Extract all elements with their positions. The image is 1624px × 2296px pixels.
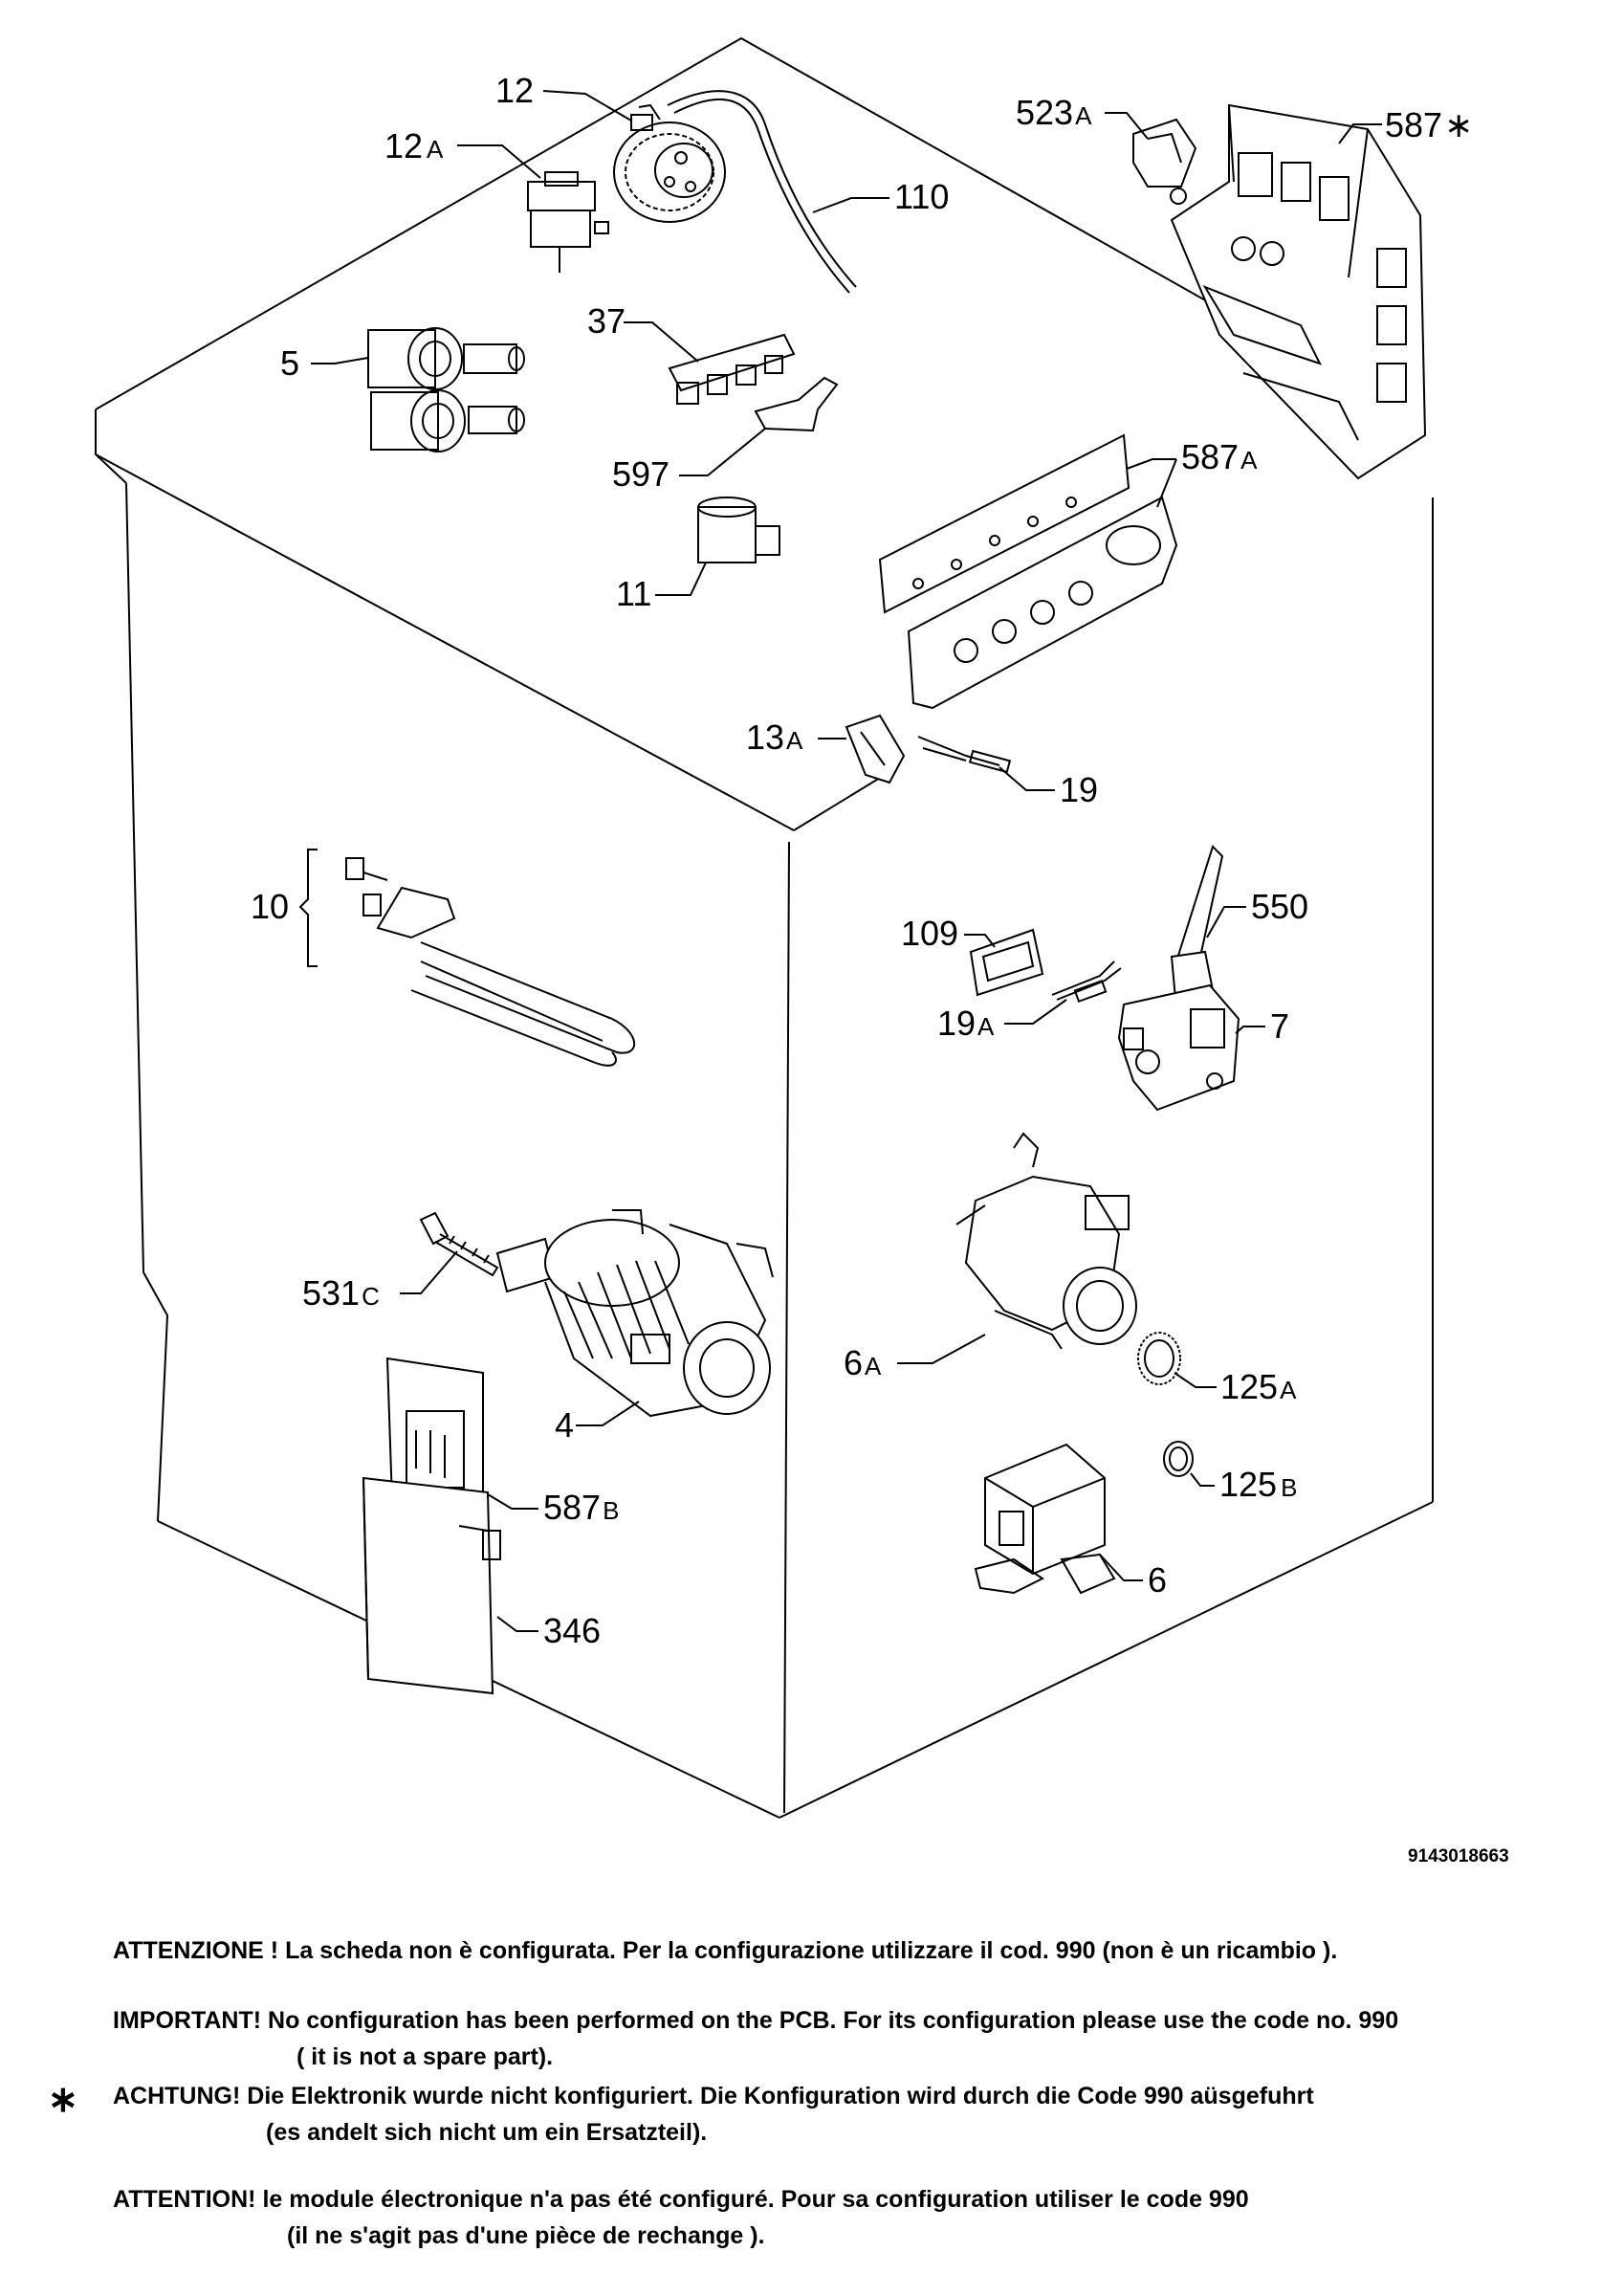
callout-7: 7 (1270, 1006, 1289, 1046)
callout-587-star: 587∗ (1385, 105, 1473, 144)
note-english-line1: IMPORTANT! No configuration has been per… (113, 2007, 1399, 2034)
display-board-part (880, 435, 1176, 708)
clip-part (756, 378, 837, 430)
note-french-line2: (il ne s'agit pas d'une pièce de rechang… (287, 2222, 765, 2249)
documentation-part (363, 1358, 500, 1693)
level-sensor-part (528, 172, 608, 273)
callout-12: 12 (495, 71, 534, 110)
connector-part (846, 716, 904, 783)
ntc-sensor-part (918, 737, 1010, 772)
note-italian: ATTENZIONE ! La scheda non è configurata… (113, 1932, 1337, 1969)
note-german-line1: ACHTUNG! Die Elektronik wurde nicht konf… (113, 2083, 1314, 2109)
callout-587b: 587B (543, 1488, 619, 1527)
callout-523a: 523A (1016, 93, 1092, 132)
leader-lines (311, 91, 1382, 1631)
callout-6a: 6A (844, 1343, 882, 1382)
callout-10: 10 (251, 887, 289, 926)
cover-part (971, 930, 1042, 995)
note-german: ACHTUNG! Die Elektronik wurde nicht konf… (113, 2078, 1314, 2151)
motor-part (497, 1210, 773, 1416)
callout-37: 37 (587, 301, 625, 341)
callout-4: 4 (555, 1405, 574, 1445)
callout-6: 6 (1148, 1560, 1167, 1600)
pump-housing-part (956, 1134, 1136, 1349)
capacitor-part (698, 497, 779, 563)
pressure-switch-part (614, 105, 725, 222)
pressure-hose-part (668, 91, 856, 293)
door-lock-part (1119, 847, 1239, 1110)
callout-19: 19 (1060, 770, 1098, 809)
callout-19a: 19A (937, 1004, 995, 1043)
note-german-line2: (es andelt sich nicht um ein Ersatzteil)… (266, 2119, 708, 2146)
seal-rings-part (1138, 1333, 1193, 1476)
sensor-part (1052, 961, 1121, 1002)
heating-element-part (346, 858, 634, 1066)
asterisk-marker: ∗ (48, 2080, 78, 2120)
callout-5: 5 (280, 343, 299, 383)
note-french-line1: ATTENTION! le module électronique n'a pa… (113, 2186, 1249, 2213)
callout-11: 11 (616, 574, 651, 613)
part-10-bracket (300, 850, 318, 966)
bolt-part (421, 1213, 497, 1275)
note-french: ATTENTION! le module électronique n'a pa… (113, 2181, 1249, 2254)
callout-597: 597 (612, 454, 669, 494)
drawing-code: 9143018663 (1408, 1846, 1509, 1866)
callout-531c: 531C (302, 1273, 380, 1313)
terminal-block-part (669, 335, 794, 404)
note-english-line2: ( it is not a spare part). (296, 2043, 554, 2070)
drain-pump-part (976, 1445, 1114, 1593)
callout-13a: 13A (746, 718, 803, 757)
inlet-valve-part (368, 328, 524, 452)
main-pcb-part (1172, 105, 1425, 478)
callout-110: 110 (894, 177, 949, 216)
note-italian-line1: ATTENZIONE ! La scheda non è configurata… (113, 1937, 1338, 1964)
callout-109: 109 (901, 914, 958, 953)
note-english: IMPORTANT! No configuration has been per… (113, 2002, 1398, 2075)
callout-587a: 587A (1181, 437, 1258, 476)
callout-125a: 125A (1220, 1367, 1297, 1406)
callout-550: 550 (1251, 887, 1308, 926)
selector-knob-part (1133, 120, 1196, 204)
callout-346: 346 (543, 1611, 601, 1650)
